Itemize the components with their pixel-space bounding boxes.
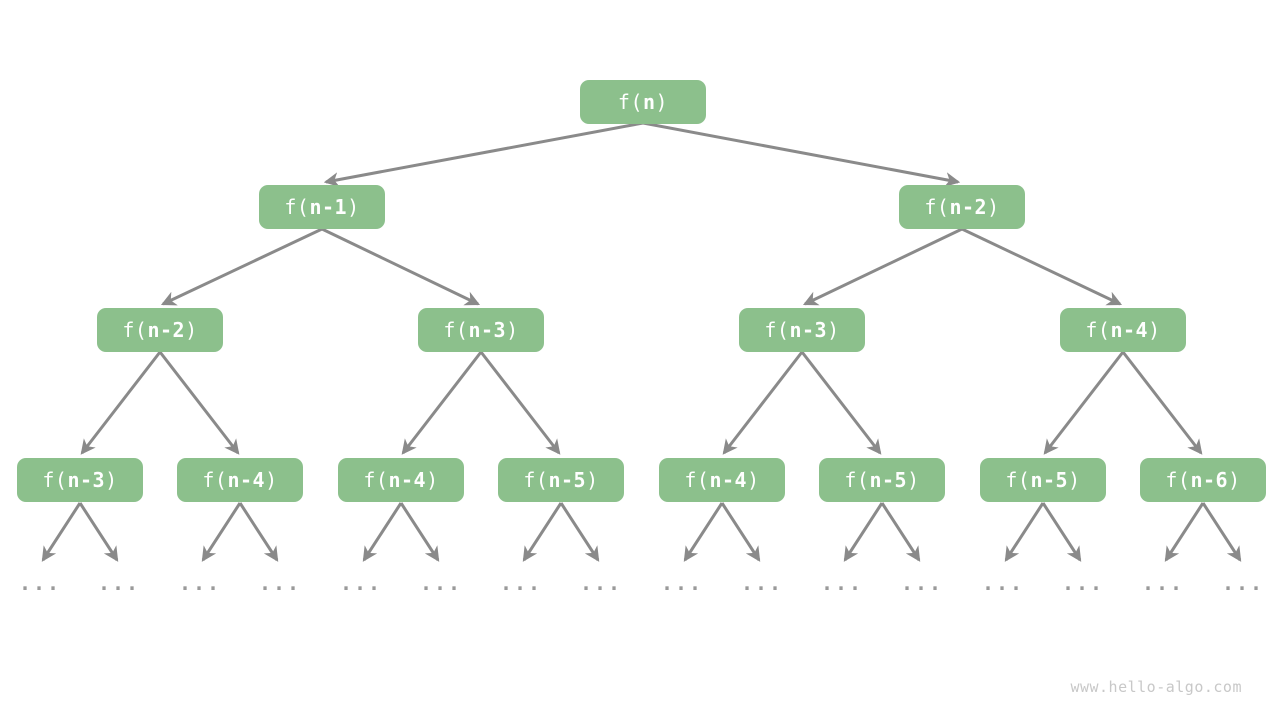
node-label: f(n-3): [443, 318, 519, 342]
node-f-n-3: f(n-3): [17, 458, 143, 502]
node-label: f(n-2): [924, 195, 1000, 219]
node-label: f(n-5): [1005, 468, 1081, 492]
node-f-n-6: f(n-6): [1140, 458, 1266, 502]
node-f-n-3: f(n-3): [418, 308, 544, 352]
node-f-n-1: f(n-1): [259, 185, 385, 229]
ellipsis-leaf: ...: [18, 571, 62, 595]
node-f-n-5: f(n-5): [498, 458, 624, 502]
node-label: f(n-2): [122, 318, 198, 342]
node-f-n-4: f(n-4): [659, 458, 785, 502]
node-label: f(n-3): [764, 318, 840, 342]
node-label: f(n-6): [1165, 468, 1241, 492]
node-f-n-2: f(n-2): [899, 185, 1025, 229]
watermark: www.hello-algo.com: [1070, 678, 1242, 696]
ellipsis-leaf: ...: [258, 571, 302, 595]
ellipsis-leaf: ...: [1061, 571, 1105, 595]
ellipsis-leaf: ...: [900, 571, 944, 595]
node-label: f(n-1): [284, 195, 360, 219]
node-f-n-2: f(n-2): [97, 308, 223, 352]
node-label: f(n-4): [363, 468, 439, 492]
node-f-n-4: f(n-4): [177, 458, 303, 502]
node-f-n-5: f(n-5): [980, 458, 1106, 502]
ellipsis-leaf: ...: [660, 571, 704, 595]
node-label: f(n): [617, 90, 669, 114]
node-f-n-4: f(n-4): [1060, 308, 1186, 352]
node-label: f(n-4): [1085, 318, 1161, 342]
node-f-n-5: f(n-5): [819, 458, 945, 502]
ellipsis-leaf: ...: [981, 571, 1025, 595]
ellipsis-leaf: ...: [339, 571, 383, 595]
ellipsis-leaf: ...: [820, 571, 864, 595]
ellipsis-leaf: ...: [97, 571, 141, 595]
ellipsis-leaf: ...: [178, 571, 222, 595]
node-label: f(n-4): [202, 468, 278, 492]
ellipsis-leaf: ...: [579, 571, 623, 595]
ellipsis-leaf: ...: [499, 571, 543, 595]
tree-edges: [41, 121, 1242, 562]
node-f-n-4: f(n-4): [338, 458, 464, 502]
node-label: f(n-3): [42, 468, 118, 492]
node-label: f(n-5): [523, 468, 599, 492]
ellipsis-leaf: ...: [740, 571, 784, 595]
node-label: f(n-4): [684, 468, 760, 492]
ellipsis-leaf: ...: [419, 571, 463, 595]
node-f-n-3: f(n-3): [739, 308, 865, 352]
node-label: f(n-5): [844, 468, 920, 492]
node-f-n: f(n): [580, 80, 706, 124]
ellipsis-leaf: ...: [1141, 571, 1185, 595]
ellipsis-leaf: ...: [1221, 571, 1265, 595]
